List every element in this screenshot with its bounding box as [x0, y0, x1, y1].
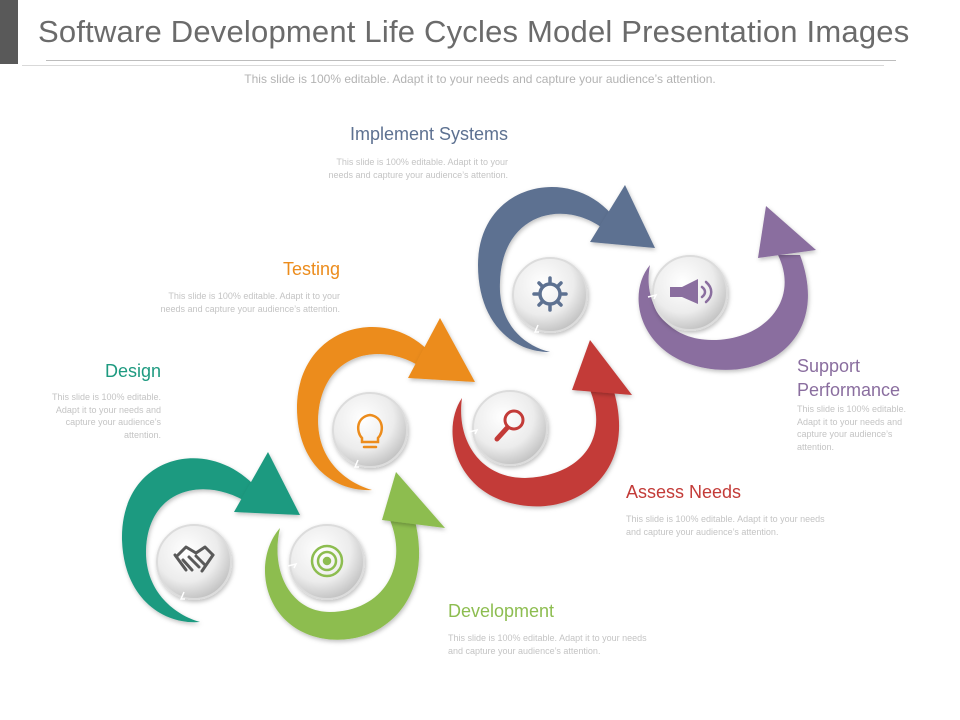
step-testing-description: This slide is 100% editable. Adapt it to… — [160, 291, 340, 314]
title-underline — [46, 60, 896, 61]
disc-testing — [332, 392, 408, 468]
connector-link-icon — [533, 324, 539, 333]
lightbulb-icon — [356, 413, 384, 449]
title-accent-bar — [0, 0, 18, 64]
disc-implement — [512, 257, 588, 333]
target-icon — [310, 544, 344, 578]
handshake-icon — [173, 545, 215, 573]
connector-link-icon — [287, 562, 298, 569]
step-development-swirl — [264, 510, 420, 640]
step-development-arrow — [264, 472, 445, 640]
disc-assess — [468, 390, 548, 466]
page-title: Software Development Life Cycles Model P… — [38, 14, 910, 49]
step-assess-arrowhead — [572, 340, 632, 395]
step-testing-arrow — [296, 318, 475, 491]
connector-link-icon — [468, 428, 479, 435]
step-design-swirl — [121, 458, 272, 623]
step-support-swirl — [638, 255, 808, 370]
page-subtitle: This slide is 100% editable. Adapt it to… — [244, 72, 716, 86]
disc-design — [156, 524, 232, 600]
connector-link-icon — [179, 591, 185, 600]
step-support-arrowhead — [758, 206, 816, 258]
step-assess-description: This slide is 100% editable. Adapt it to… — [626, 514, 825, 537]
step-support-arrow — [638, 206, 816, 370]
magnifier-icon — [494, 409, 525, 442]
title-underline-secondary — [22, 65, 884, 66]
step-assess-arrow — [452, 340, 632, 507]
step-implement-arrow — [478, 185, 655, 352]
step-design-title: Design — [104, 361, 161, 381]
connector-link-icon — [647, 293, 658, 300]
step-implement-description: This slide is 100% editable. Adapt it to… — [328, 157, 508, 180]
step-development-description: This slide is 100% editable. Adapt it to… — [448, 633, 647, 656]
step-implement-title: Implement Systems — [349, 124, 508, 144]
step-development-arrowhead — [382, 472, 445, 528]
step-support-description: This slide is 100% editable. Adapt it to… — [797, 404, 907, 452]
megaphone-icon — [670, 279, 713, 304]
disc-support — [647, 255, 728, 331]
step-testing-arrowhead — [408, 318, 475, 382]
step-testing-swirl — [296, 326, 445, 491]
step-testing-title: Testing — [282, 259, 340, 279]
disc-development — [287, 524, 365, 600]
step-support-title: Support Performance — [797, 356, 901, 400]
step-implement-swirl — [478, 186, 625, 352]
gear-icon — [532, 276, 568, 312]
step-development-title: Development — [448, 601, 555, 621]
step-design-arrow — [121, 452, 300, 623]
connector-link-icon — [353, 459, 359, 468]
step-design-description: This slide is 100% editable. Adapt it to… — [51, 392, 161, 440]
step-design-arrowhead — [234, 452, 300, 515]
step-implement-arrowhead — [590, 185, 655, 248]
step-assess-swirl — [452, 385, 620, 507]
step-assess-title: Assess Needs — [626, 482, 742, 502]
